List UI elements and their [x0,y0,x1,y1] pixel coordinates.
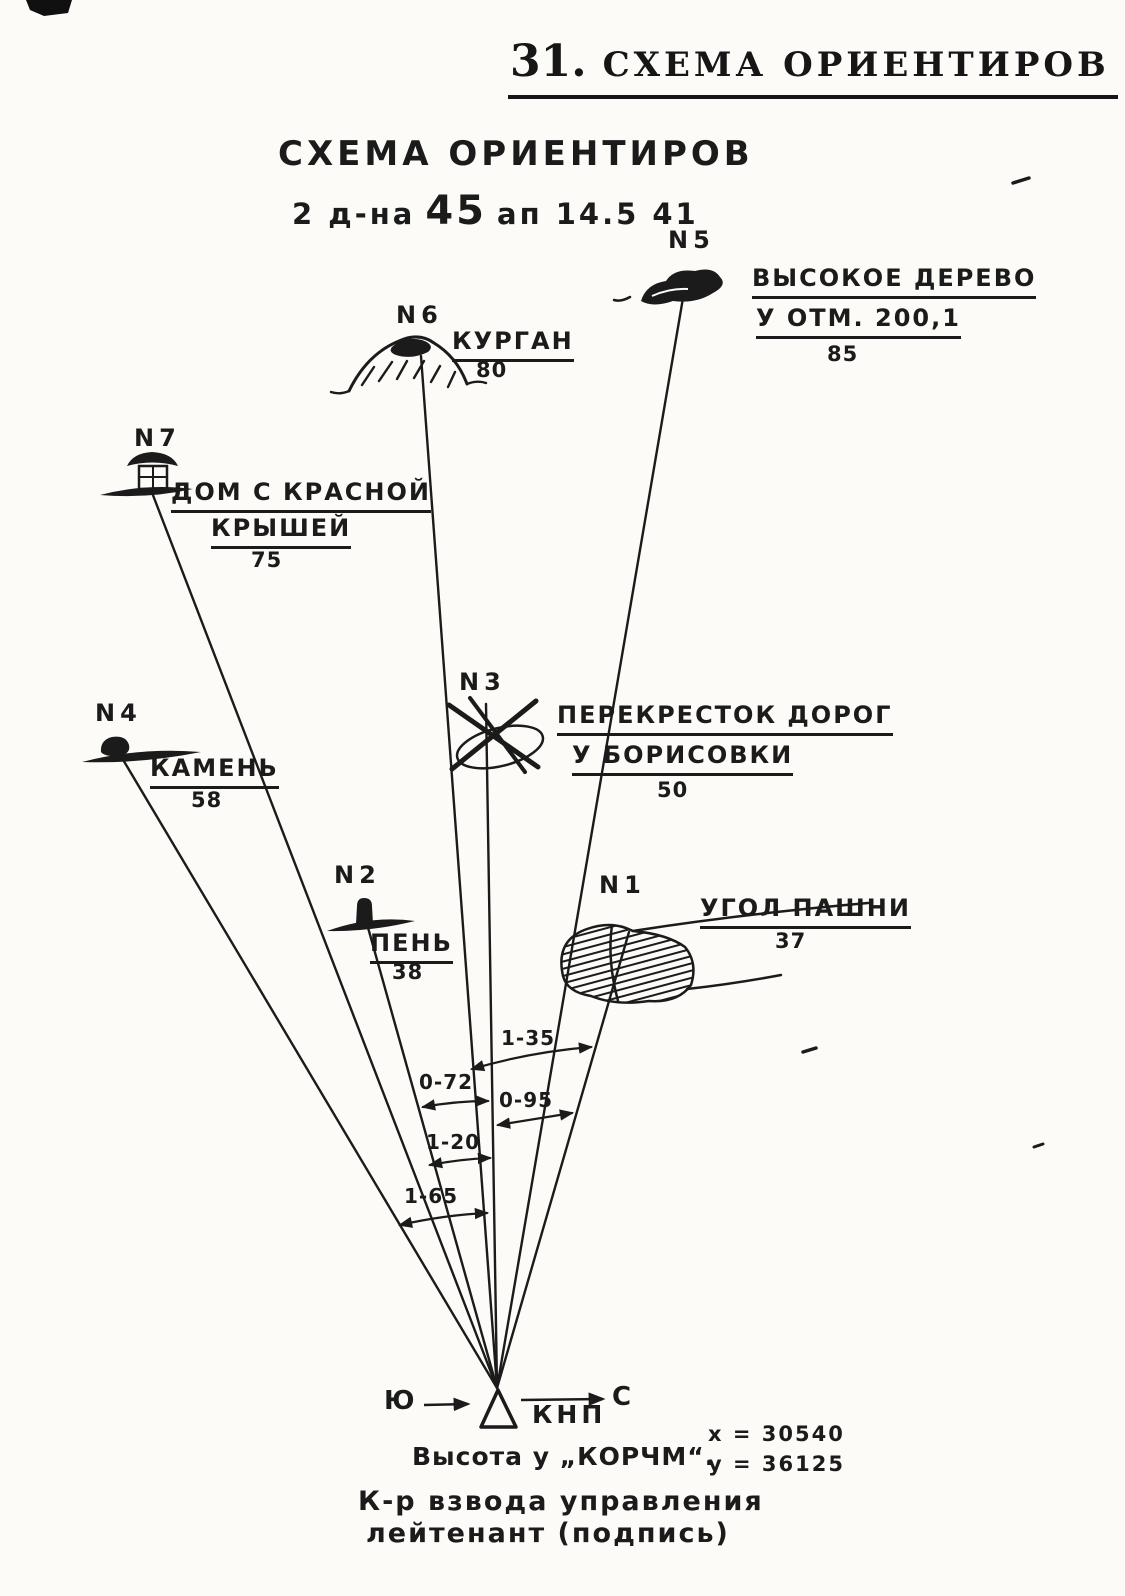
kurgan-hatching [360,359,457,389]
landmark-n2-range: 38 [392,960,424,984]
stone-ground [82,750,201,763]
north-label: С [612,1382,634,1412]
field-hatched-area [560,923,695,1004]
knp-triangle [479,1388,518,1429]
tree-branch [612,295,632,302]
crossroads-loop [455,724,545,770]
signature-line2: лейтенант (подпись) [366,1518,730,1549]
landmark-n2-name: ПЕНЬ [370,929,453,964]
page-heading: 31. СХЕМА ОРИЕНТИРОВ [508,36,1118,99]
observation-post-marker [423,1388,606,1429]
south-arrow [423,1397,471,1412]
crossroads-road-3 [468,696,527,774]
page-heading-number: 31. [510,36,587,87]
coordinate-y: y = 36125 [708,1452,845,1476]
ray-to-n7 [149,488,499,1390]
angle-arcs [397,1042,594,1228]
coordinate-x: x = 30540 [708,1422,845,1446]
house-roof [127,452,178,466]
scan-dash-2 [801,1046,818,1054]
landmark-n4-range: 58 [191,788,223,812]
landmark-n3-number: N3 [459,668,506,696]
scheme-subtitle-regiment: 45 [425,188,488,234]
landmark-n1-name: УГОЛ ПАШНИ [700,894,911,929]
house-sketch [100,452,193,497]
landmark-n5-number: N5 [668,226,715,254]
ray-to-n4 [120,756,499,1390]
landmark-n3-name-line1: ПЕРЕКРЕСТОК ДОРОГ [557,701,893,736]
tree-crown [641,269,723,305]
ray-to-n1 [495,930,631,1390]
field-divider [609,923,620,1003]
angle-arc-1-35 [469,1042,594,1072]
landmark-n5-range: 85 [827,342,859,366]
angle-label-1: 1-35 [501,1026,556,1050]
stump-trunk [356,898,373,924]
angle-arc-0-95 [495,1109,575,1129]
landmark-n7-name-line2: КРЫШЕЙ [211,514,352,549]
tree-sketch [612,269,723,305]
landmark-n7-range: 75 [251,548,283,572]
stump-sketch [327,898,415,932]
landmark-n1-number: N1 [599,871,646,899]
landmark-n7-number: N7 [134,424,181,452]
angle-label-5: 1-65 [404,1184,459,1208]
field-corner-sketch [560,901,870,1004]
landmark-n4-number: N4 [95,699,142,727]
stone-boulder [100,736,130,757]
angle-label-3: 0-95 [499,1088,554,1112]
ray-to-n6 [419,354,499,1390]
south-label: Ю [384,1386,417,1416]
crossroads-road-2 [449,698,539,772]
signature-line1: К-р взвода управления [358,1486,764,1517]
angle-label-4: 1-20 [426,1130,481,1154]
stone-sketch [82,736,201,763]
scheme-subtitle-date: ап 14.5 41 [497,197,699,231]
landmark-n7-name-line1: ДОМ С КРАСНОЙ [171,478,431,513]
landmark-n6-range: 80 [476,358,508,382]
angle-label-2: 0-72 [419,1070,474,1094]
ray-to-n2 [365,922,499,1390]
ray-to-n3 [484,702,499,1390]
north-arrow [520,1392,606,1406]
scan-dash-1 [1011,176,1031,185]
kurgan-ground [329,380,488,395]
landmark-n3-range: 50 [657,778,689,802]
landmark-n5-name-line2: У ОТМ. 200,1 [756,304,961,339]
scheme-title: СХЕМА ОРИЕНТИРОВ [278,134,754,174]
observation-post-position: Высота у „КОРЧМ“. [412,1442,716,1471]
scan-smudge [26,0,72,16]
kurgan-peak [390,338,431,357]
tree-texture [651,287,689,297]
scheme-subtitle: 2 д-на 45 ап 14.5 41 [292,188,699,234]
stump-ground [327,919,415,932]
field-edge-bottom [685,973,783,991]
house-ground [100,487,193,497]
scan-artifacts [26,0,1045,1149]
landmark-n3-name-line2: У БОРИСОВКИ [572,741,794,776]
landmark-n6-number: N6 [396,301,443,329]
scheme-subtitle-unit: 2 д-на [292,197,416,231]
page-heading-title: СХЕМА ОРИЕНТИРОВ [602,45,1110,85]
scan-dash-3 [1032,1142,1045,1149]
landmark-n2-number: N2 [334,861,381,889]
ray-to-n5 [495,296,685,1390]
field-edge-top [631,901,870,933]
crossroads-sketch [446,696,545,774]
landmark-n4-name: КАМЕНЬ [150,754,279,789]
angle-arc-1-65 [397,1207,490,1228]
landmark-n5-name-line1: ВЫСОКОЕ ДЕРЕВО [752,264,1037,299]
landmark-n1-range: 37 [775,929,807,953]
observation-post-label: КНП [532,1400,607,1429]
angle-arc-1-20 [427,1152,493,1169]
landmark-n6-name: КУРГАН [452,327,574,362]
house-window [139,466,167,489]
angle-arc-0-72 [420,1095,491,1111]
